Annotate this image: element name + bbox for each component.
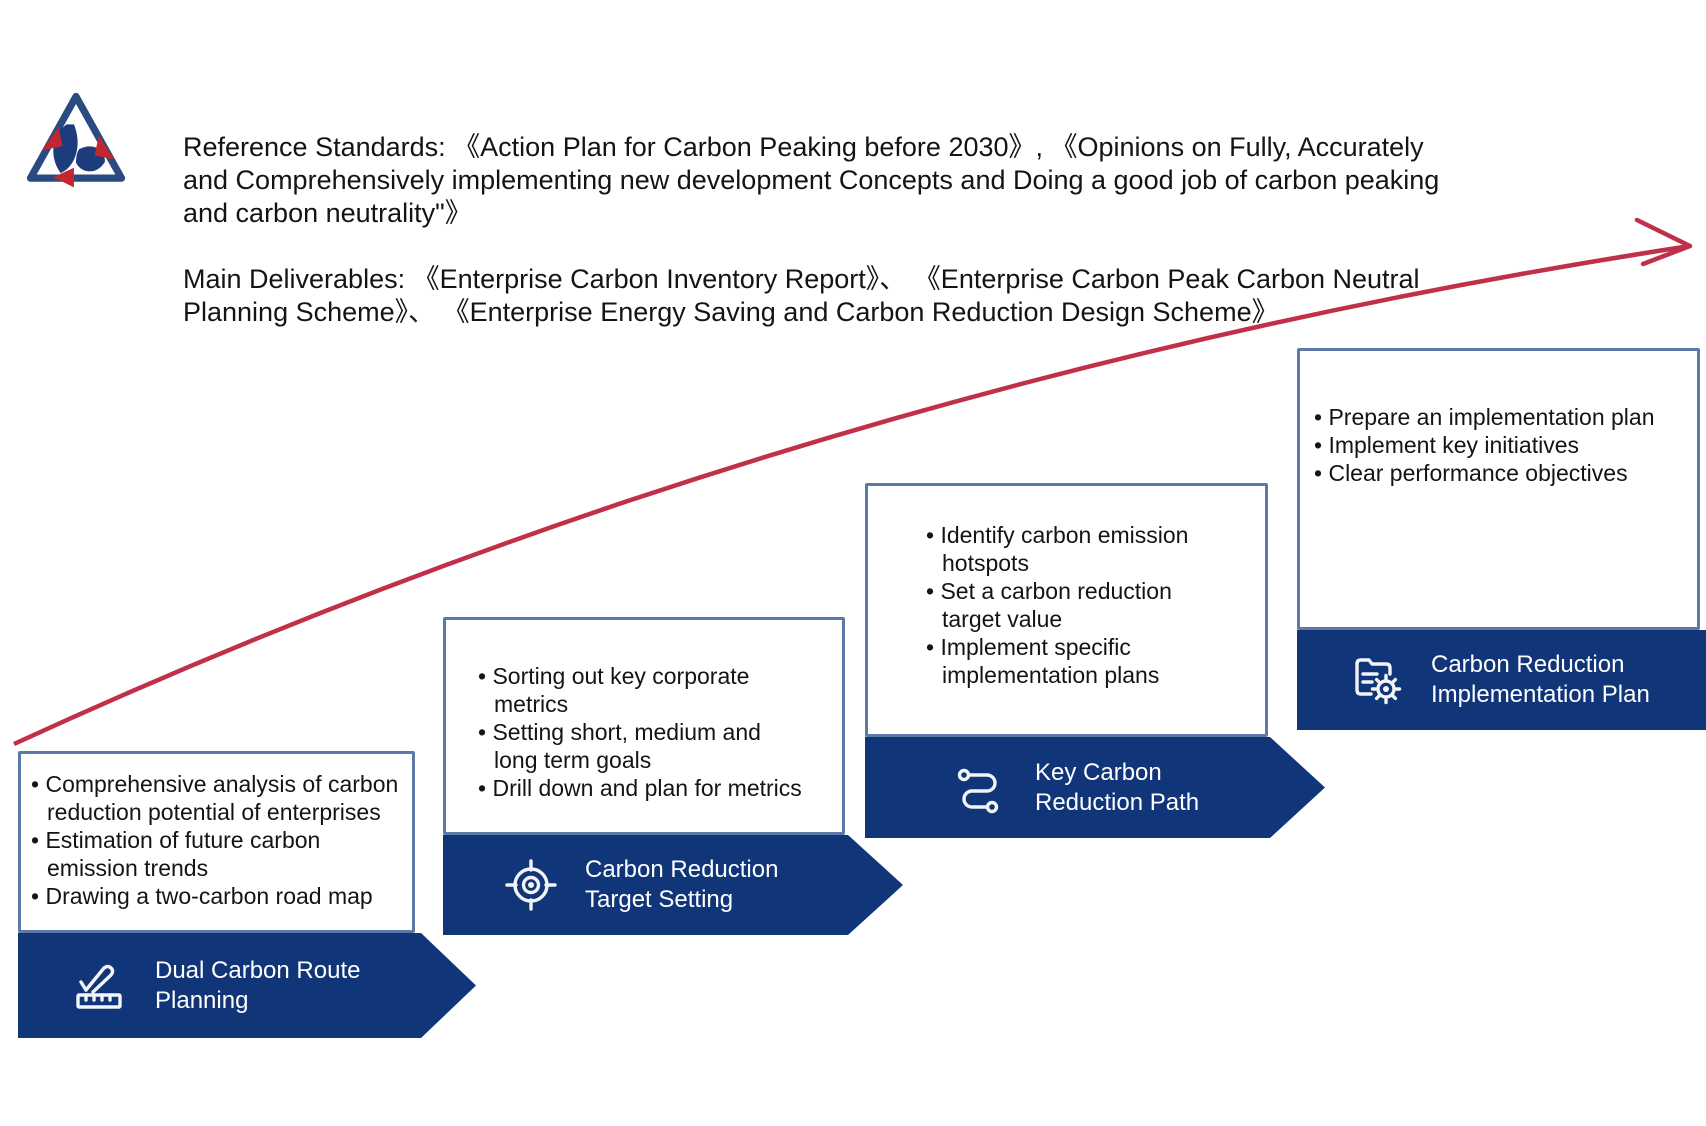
bullet-item: Sorting out key corporate metrics	[478, 662, 802, 718]
step-banner-dual-carbon-route: Dual Carbon Route Planning	[18, 933, 476, 1038]
bullet-item: Estimation of future carbon emission tre…	[31, 826, 404, 882]
bullet-item: Implement specific implementation plans	[926, 633, 1225, 689]
banner-label: Dual Carbon Route Planning	[155, 956, 361, 1014]
bullet-list: Identify carbon emission hotspots Set a …	[926, 521, 1225, 689]
target-icon	[503, 857, 559, 913]
banner-label: Carbon Reduction Implementation Plan	[1431, 651, 1650, 708]
bullet-list: Sorting out key corporate metrics Settin…	[478, 662, 802, 802]
bullet-item: Prepare an implementation plan	[1314, 403, 1691, 431]
recycle-triangle-leaf-logo	[26, 92, 126, 188]
step-banner-key-reduction-path: Key Carbon Reduction Path	[865, 737, 1325, 838]
route-icon	[953, 760, 1009, 816]
document-gear-icon	[1355, 658, 1402, 705]
bullet-item: Drawing a two-carbon road map	[31, 882, 404, 910]
reference-standards-text: Reference Standards: 《Action Plan for Ca…	[183, 132, 1440, 228]
bullet-item: Set a carbon reduction target value	[926, 577, 1225, 633]
note-box-implementation-plan: Prepare an implementation plan Implement…	[1297, 348, 1700, 630]
bullet-list: Prepare an implementation plan Implement…	[1314, 403, 1691, 487]
bullet-item: Setting short, medium and long term goal…	[478, 718, 802, 774]
bullet-item: Identify carbon emission hotspots	[926, 521, 1225, 577]
note-box-dual-carbon-route: Comprehensive analysis of carbon reducti…	[18, 751, 415, 933]
bullet-item: Comprehensive analysis of carbon reducti…	[31, 770, 404, 826]
bullet-item: Drill down and plan for metrics	[478, 774, 802, 802]
note-box-target-setting: Sorting out key corporate metrics Settin…	[443, 617, 845, 835]
step-banner-target-setting: Carbon Reduction Target Setting	[443, 835, 903, 935]
bullet-item: Clear performance objectives	[1314, 459, 1691, 487]
step-banner-implementation-plan: Carbon Reduction Implementation Plan	[1297, 630, 1706, 730]
main-deliverables-text: Main Deliverables: 《Enterprise Carbon In…	[183, 264, 1420, 327]
banner-label: Carbon Reduction Target Setting	[585, 856, 779, 913]
header-text-block: Reference Standards: 《Action Plan for Ca…	[183, 98, 1593, 362]
pencil-ruler-icon	[73, 958, 129, 1014]
banner-label: Key Carbon Reduction Path	[1035, 758, 1200, 816]
bullet-item: Implement key initiatives	[1314, 431, 1691, 459]
bullet-list: Comprehensive analysis of carbon reducti…	[31, 770, 404, 910]
note-box-key-reduction-path: Identify carbon emission hotspots Set a …	[865, 483, 1268, 737]
